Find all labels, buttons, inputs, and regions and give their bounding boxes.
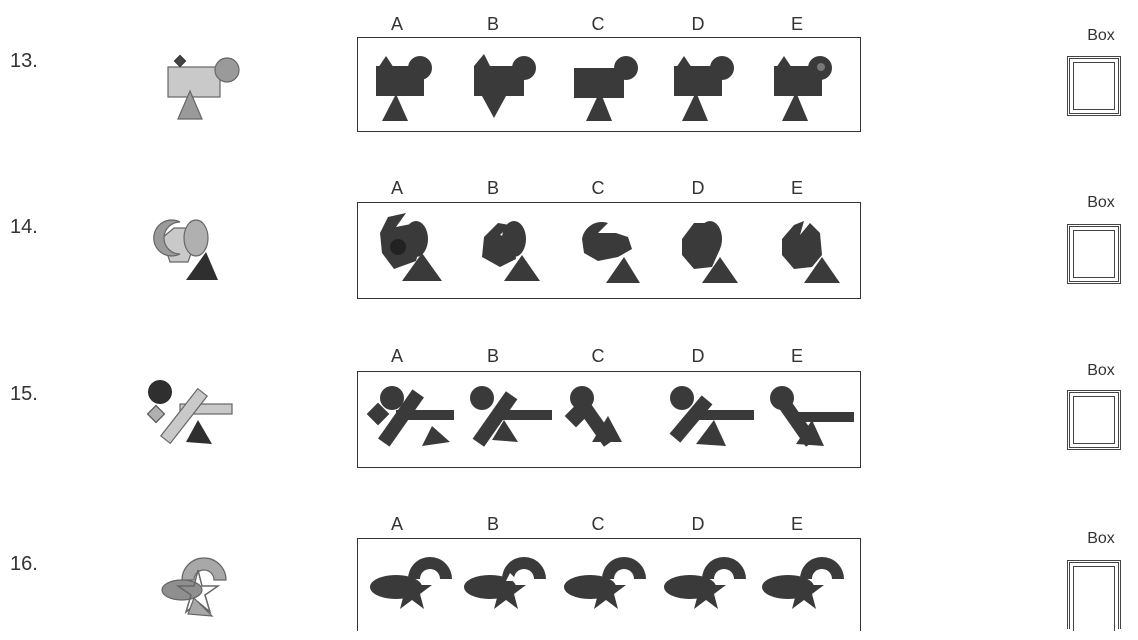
- option-letter-a: A: [382, 346, 412, 367]
- answer-box-13[interactable]: [1067, 56, 1121, 116]
- option-letter-c: C: [583, 514, 613, 535]
- option-14-c[interactable]: [570, 209, 650, 289]
- crescent-hexagon-ellipse-triangle-icon: [140, 208, 250, 288]
- question-15-figure: [140, 370, 250, 470]
- option-14-a[interactable]: [372, 209, 452, 289]
- option-letter-b: B: [478, 346, 508, 367]
- rectangle-circle-diamond-triangle-icon: [140, 45, 250, 125]
- option-16-a[interactable]: [368, 543, 448, 623]
- option-letter-c: C: [583, 178, 613, 199]
- option-13-c[interactable]: [568, 46, 648, 126]
- option-letter-c: C: [583, 14, 613, 35]
- option-14-e[interactable]: [770, 209, 850, 289]
- box-label-13: Box: [1065, 27, 1137, 45]
- arc-ellipse-star-triangle-icon: [140, 540, 250, 629]
- circle-diamond-bar-triangle-icon: [140, 370, 250, 460]
- option-letter-a: A: [382, 514, 412, 535]
- option-letter-c: C: [583, 346, 613, 367]
- option-letter-e: E: [782, 178, 812, 199]
- option-15-d[interactable]: [664, 380, 744, 460]
- option-letter-b: B: [478, 178, 508, 199]
- box-label-16: Box: [1065, 530, 1137, 548]
- options-panel-16: [357, 538, 861, 631]
- question-14-figure: [140, 208, 250, 308]
- option-15-e[interactable]: [764, 380, 844, 460]
- option-16-d[interactable]: [662, 543, 742, 623]
- option-letter-b: B: [478, 514, 508, 535]
- answer-box-15[interactable]: [1067, 390, 1121, 450]
- options-panel-13: [357, 37, 861, 132]
- options-panel-14: [357, 202, 861, 299]
- question-16-figure: [140, 540, 250, 640]
- option-letter-d: D: [683, 178, 713, 199]
- option-letter-e: E: [782, 14, 812, 35]
- option-14-d[interactable]: [670, 209, 750, 289]
- question-15-number: 15.: [10, 383, 38, 406]
- option-letter-d: D: [683, 14, 713, 35]
- option-16-b[interactable]: [462, 543, 542, 623]
- question-13-figure: [140, 45, 250, 145]
- option-13-b[interactable]: [466, 46, 546, 126]
- option-letter-d: D: [683, 514, 713, 535]
- question-13-number: 13.: [10, 50, 38, 73]
- option-letter-b: B: [478, 14, 508, 35]
- question-16-number: 16.: [10, 553, 38, 576]
- option-14-b[interactable]: [470, 209, 550, 289]
- option-13-d[interactable]: [666, 46, 746, 126]
- option-letter-a: A: [382, 14, 412, 35]
- option-13-a[interactable]: [368, 46, 448, 126]
- option-letter-e: E: [782, 346, 812, 367]
- option-letter-a: A: [382, 178, 412, 199]
- options-panel-15: [357, 371, 861, 468]
- option-15-c[interactable]: [562, 380, 642, 460]
- option-letter-d: D: [683, 346, 713, 367]
- box-label-15: Box: [1065, 362, 1137, 380]
- option-16-c[interactable]: [562, 543, 642, 623]
- answer-box-16[interactable]: [1067, 560, 1121, 629]
- option-letter-e: E: [782, 514, 812, 535]
- option-15-b[interactable]: [462, 380, 542, 460]
- option-15-a[interactable]: [366, 380, 446, 460]
- question-14-number: 14.: [10, 216, 38, 239]
- answer-box-14[interactable]: [1067, 224, 1121, 284]
- option-16-e[interactable]: [760, 543, 840, 623]
- option-13-e[interactable]: [766, 46, 846, 126]
- box-label-14: Box: [1065, 194, 1137, 212]
